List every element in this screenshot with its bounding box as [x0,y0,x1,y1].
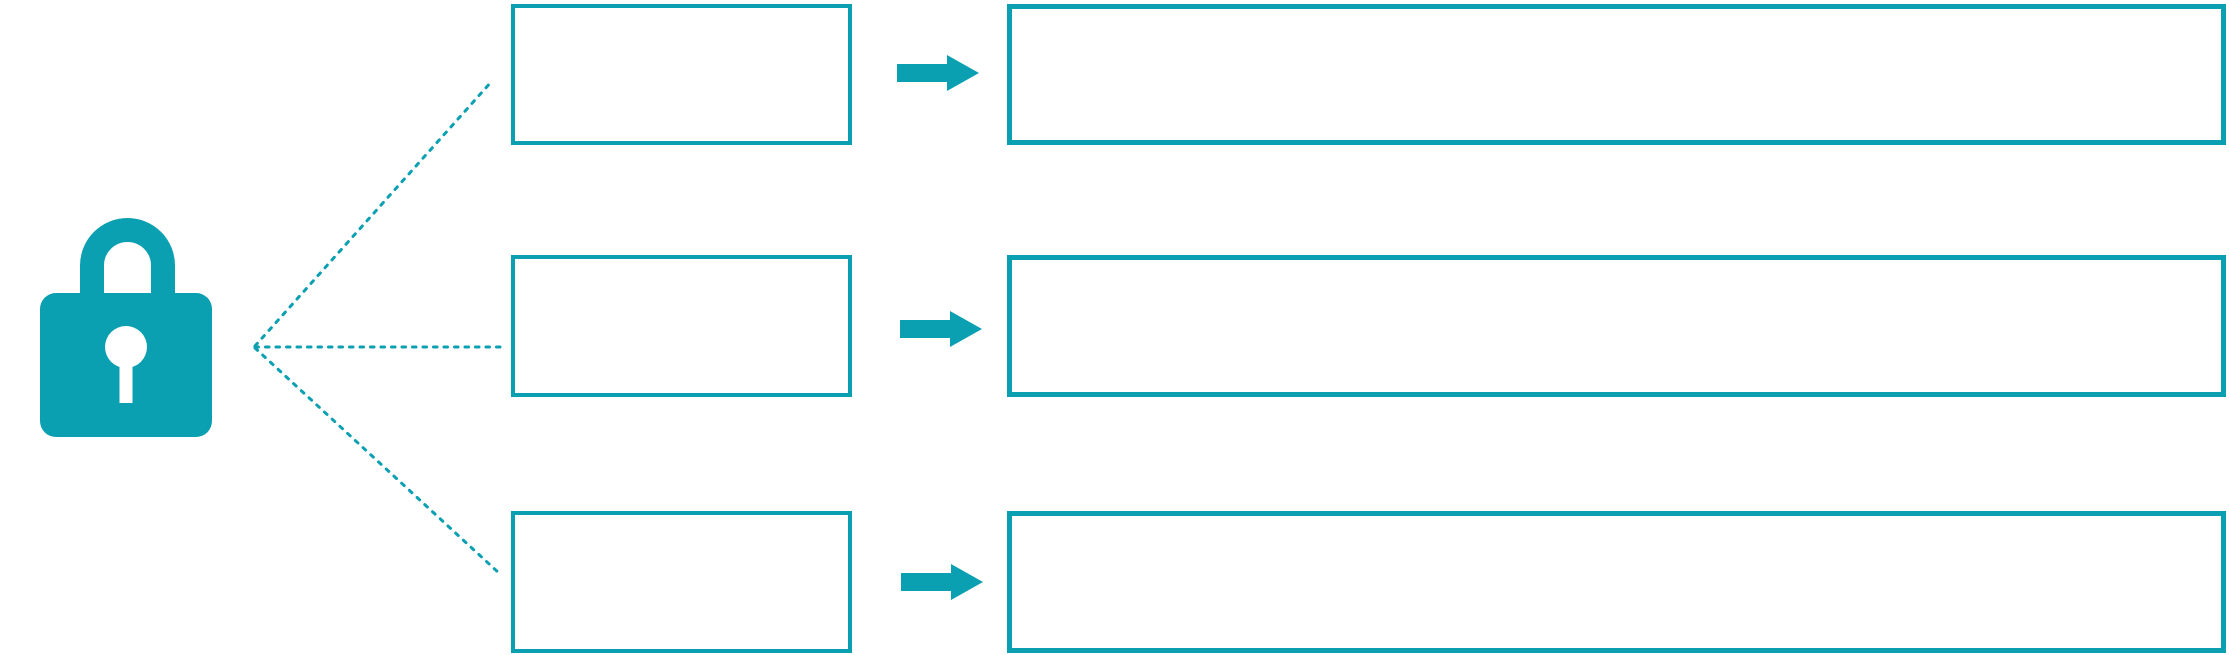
lock-shackle [80,218,175,320]
keyhole-circle [105,326,147,368]
target-box [1007,4,2226,145]
keyhole-stem [119,360,133,403]
source-box [511,511,852,653]
dotted-connector-line-bottom [253,346,502,576]
target-box [1007,511,2226,653]
arrow-right-icon [897,55,979,91]
arrow-right-icon [901,564,983,600]
source-box [511,255,852,397]
target-box [1007,255,2226,397]
lock-icon [40,215,212,437]
arrow-right-icon [900,311,982,347]
source-box [511,4,852,145]
dotted-connector-line-top [253,79,494,348]
